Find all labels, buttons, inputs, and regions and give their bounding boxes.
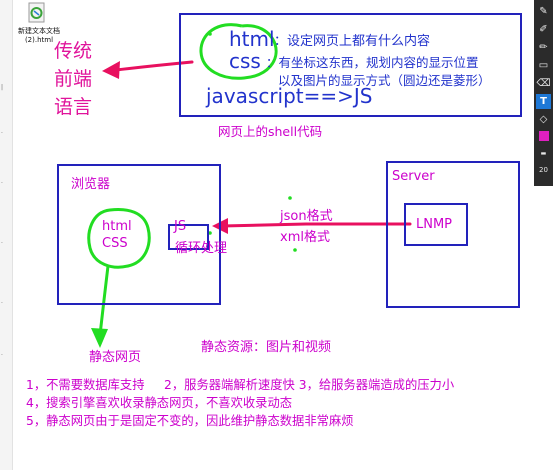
browser-js-label: JS [174,219,187,234]
browser-css-label: CSS [102,236,128,251]
loop-processing-label: 循环处理 [175,241,228,256]
brush-icon[interactable]: ✏ [539,42,548,53]
eraser-icon[interactable]: ⌫ [536,78,551,89]
server-title: Server [392,169,435,184]
desktop-file-icon[interactable]: 新建文本文档 (2).html [14,2,64,46]
strip-glyph: · [1,240,3,247]
javascript-label: javascript==>JS [206,84,373,108]
js-box [168,224,209,250]
color-swatch[interactable] [536,128,551,143]
browser-html-label: html [102,219,132,234]
static-resources-label: 静态资源：图片和视频 [201,340,332,355]
traditional-label-line3: 语言 [54,96,93,118]
arrow-to-static-page [91,264,110,348]
shape-icon[interactable]: ◇ [539,114,548,125]
marker-dot [293,248,297,252]
json-format-label: json格式 [280,209,333,224]
css-description-line2: 以及图片的显示方式（圆边还是菱形） [278,73,491,88]
static-page-label: 静态网页 [89,350,142,365]
html-label: html [229,27,275,51]
traditional-label-line2: 前端 [54,68,93,90]
browser-title: 浏览器 [71,177,111,192]
rectangle-icon[interactable]: ▭ [538,60,549,71]
text-tool-icon[interactable]: T [536,94,551,109]
strip-glyph: · [1,300,3,307]
strip-glyph: · [1,130,3,137]
html-css-highlight-circle [199,23,278,80]
server-box [386,161,520,308]
desktop-file-label: 新建文本文档 (2).html [18,27,60,44]
toolbar-handle-icon[interactable]: ▬ [540,150,547,157]
note-line-3: 5，静态网页由于是固定不变的，因此维护静态数据非常麻烦 [26,414,354,428]
drawing-toolbar: ✎ ✐ ✏ ▭ ⌫ T ◇ ▬ 20 [534,0,553,186]
marker-dot [288,196,292,200]
css-description-line1: ：有坐标这东西，规划内容的显示位置 [266,55,479,70]
html-description: ：设定网页上都有什么内容 [274,34,431,49]
shell-code-caption: 网页上的shell代码 [218,124,323,139]
css-label: css [229,49,261,73]
note-line-1: 1，不需要数据库支持 2，服务器端解析速度快 3，给服务器端造成的压力小 [26,378,455,392]
html-file-icon [28,2,45,23]
marker-icon[interactable]: ✐ [539,24,548,35]
xml-format-label: xml格式 [280,230,330,245]
note-line-2: 4，搜索引擎喜欢收录静态网页，不喜欢收录动态 [26,396,293,410]
pen-icon[interactable]: ✎ [539,6,548,17]
strip-glyph: | [1,84,4,91]
lnmp-box [404,203,468,246]
browser-box [57,164,221,305]
desktop-strip: | · · · · · [0,0,13,470]
browser-html-highlight-circle [87,208,151,269]
strip-glyph: · [1,180,3,187]
strip-glyph: · [1,352,3,359]
lnmp-label: LNMP [416,217,453,232]
traditional-label-line1: 传统 [54,40,93,62]
marker-dot [208,231,212,235]
frontend-languages-box [179,13,522,117]
marker-dot [208,32,212,36]
arrow-to-traditional [102,60,194,79]
stroke-size-counter[interactable]: 20 [539,165,548,174]
